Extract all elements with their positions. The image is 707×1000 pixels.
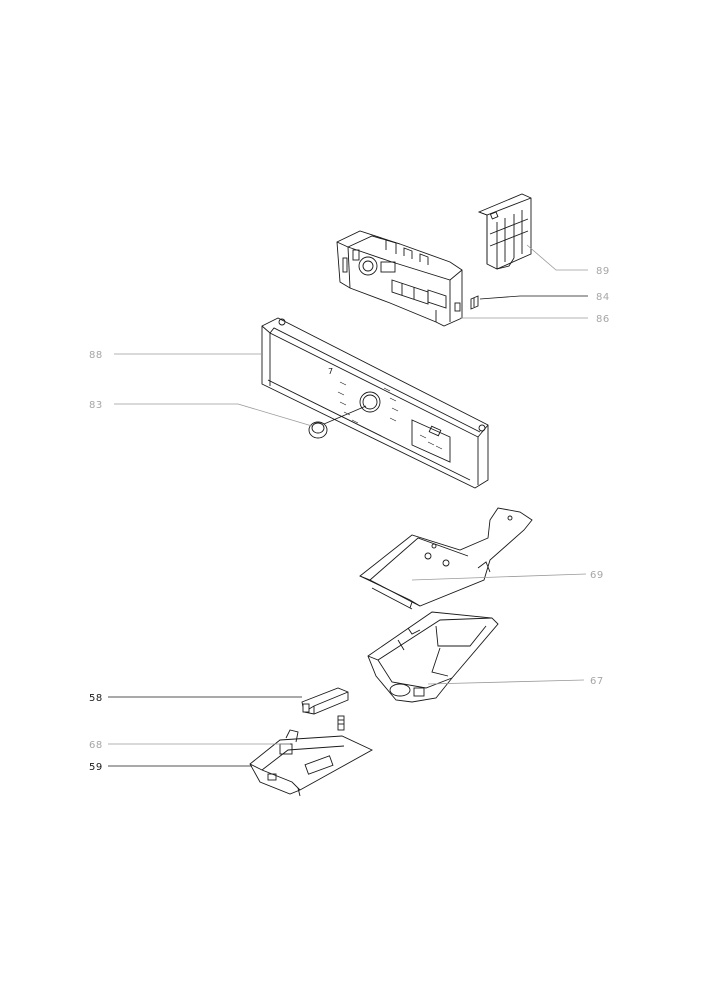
label-89: 89 bbox=[596, 266, 610, 277]
part-84-clip bbox=[470, 295, 479, 310]
label-67: 67 bbox=[590, 676, 604, 687]
label-58: 58 bbox=[89, 693, 103, 704]
leader-83 bbox=[114, 403, 313, 427]
label-83: 83 bbox=[89, 400, 103, 411]
part-89-bracket bbox=[477, 193, 532, 270]
leader-89 bbox=[526, 244, 588, 271]
label-69: 69 bbox=[590, 570, 604, 581]
part-83-knob bbox=[308, 421, 328, 439]
leader-83-knob-link bbox=[323, 405, 367, 425]
part-69-plate bbox=[359, 507, 533, 610]
leader-84 bbox=[479, 295, 588, 300]
part-58-lever bbox=[301, 687, 349, 715]
part-labels: 89 84 86 88 83 69 67 58 68 59 bbox=[89, 266, 610, 773]
label-84: 84 bbox=[596, 292, 610, 303]
label-59: 59 bbox=[89, 762, 103, 773]
leader-lines bbox=[108, 244, 588, 767]
part-88-control-panel: 7 bbox=[261, 317, 489, 489]
leader-67 bbox=[427, 679, 585, 685]
label-86: 86 bbox=[596, 314, 610, 325]
label-88: 88 bbox=[89, 350, 103, 361]
part-86-control-board bbox=[336, 230, 463, 327]
part-68-spring bbox=[337, 715, 345, 731]
svg-text:7: 7 bbox=[328, 367, 333, 376]
leader-69 bbox=[411, 573, 587, 581]
part-67-dispenser-housing bbox=[367, 611, 499, 703]
label-68: 68 bbox=[89, 740, 103, 751]
part-59-drawer bbox=[249, 729, 373, 797]
